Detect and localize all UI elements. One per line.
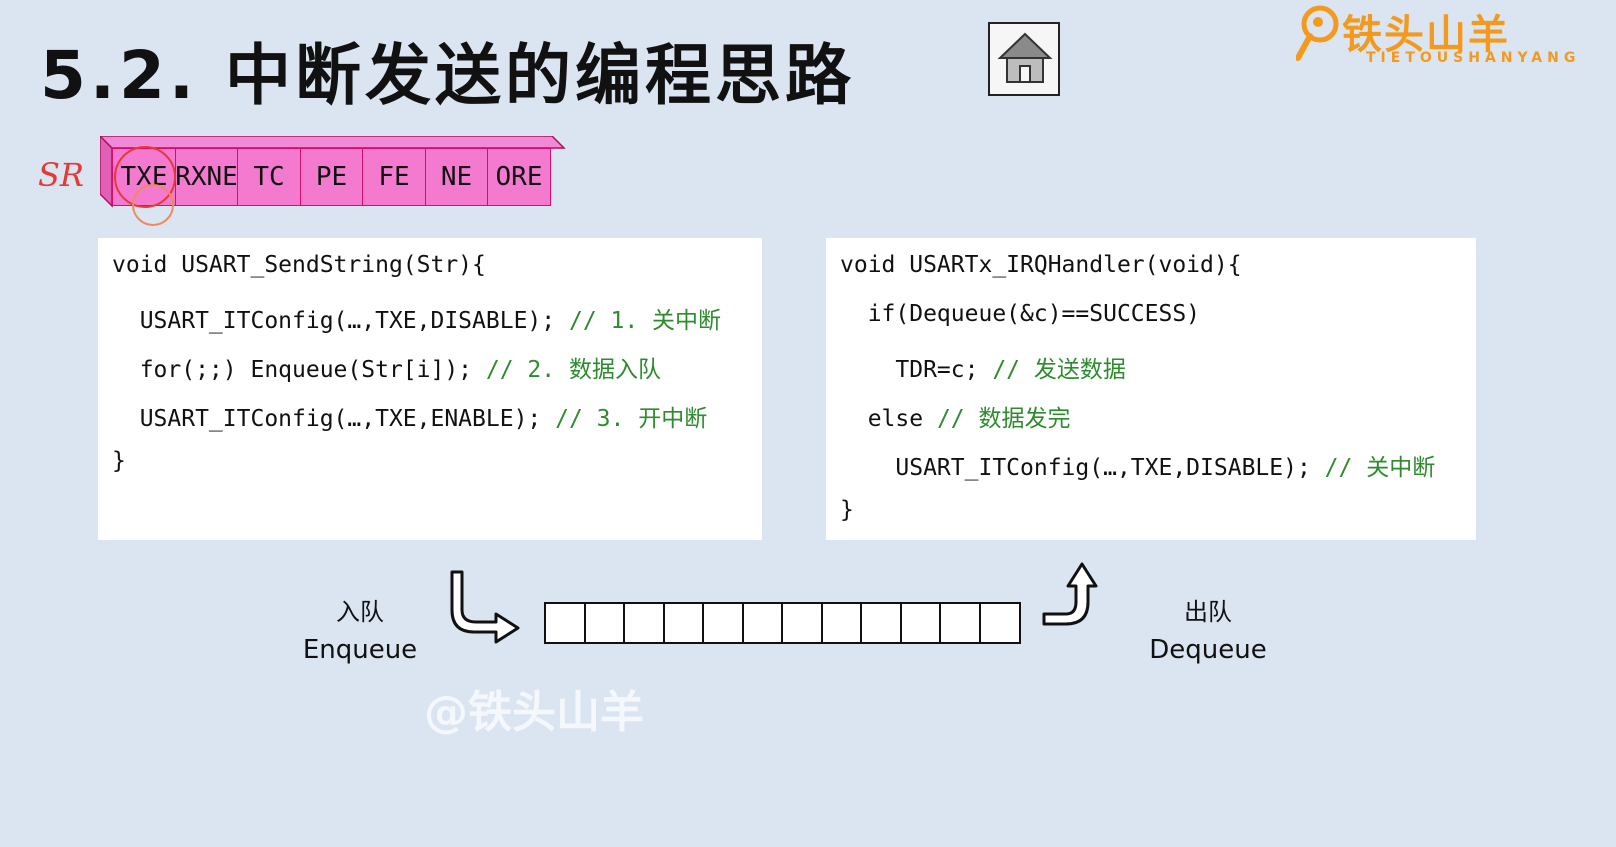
- enqueue-arrow-icon: [450, 570, 520, 644]
- code-line: USART_ITConfig(…,TXE,DISABLE); // 1. 关中断: [112, 301, 721, 335]
- queue-cell: [662, 602, 705, 644]
- code-text: if(Dequeue(&c)==SUCCESS): [840, 301, 1201, 327]
- dequeue-label: 出队 Dequeue: [1148, 592, 1268, 665]
- dequeue-en: Dequeue: [1149, 635, 1267, 665]
- dequeue-cn: 出队: [1184, 598, 1232, 626]
- code-comment: // 关中断: [1324, 455, 1436, 481]
- code-text: for(;;) Enqueue(Str[i]);: [112, 357, 486, 383]
- queue-cell: [939, 602, 981, 644]
- queue-cell: [781, 602, 823, 644]
- code-comment: // 3. 开中断: [555, 406, 708, 432]
- queue-cell: [544, 602, 586, 644]
- code-comment: // 数据发完: [936, 406, 1071, 432]
- register-label: SR: [38, 156, 85, 194]
- home-button[interactable]: [988, 22, 1060, 96]
- page-title: 5.2. 中断发送的编程思路: [40, 37, 855, 114]
- logo-subtitle: TIETOUSHANYANG: [1366, 50, 1581, 66]
- queue-cell: [583, 602, 626, 644]
- code-text: }: [112, 448, 126, 474]
- queue-cell: [978, 602, 1021, 644]
- enqueue-en: Enqueue: [302, 635, 418, 665]
- queue-cell: [820, 602, 863, 644]
- register-bit-ore: ORE: [487, 148, 551, 206]
- code-line: if(Dequeue(&c)==SUCCESS): [840, 301, 1200, 327]
- code-line: TDR=c; // 发送数据: [840, 350, 1126, 384]
- irq-handler-code: void USARTx_IRQHandler(void){ if(Dequeue…: [826, 238, 1476, 540]
- code-text: USART_ITConfig(…,TXE,DISABLE);: [112, 308, 569, 334]
- send-string-code: void USART_SendString(Str){ USART_ITConf…: [98, 238, 762, 540]
- code-text: USART_ITConfig(…,TXE,DISABLE);: [840, 455, 1325, 481]
- register-bit-tc: TC: [237, 148, 301, 206]
- code-text: void USARTx_IRQHandler(void){: [840, 252, 1242, 278]
- code-line: void USARTx_IRQHandler(void){: [840, 252, 1242, 278]
- register-bit-pe: PE: [299, 148, 364, 206]
- code-line: for(;;) Enqueue(Str[i]); // 2. 数据入队: [112, 350, 661, 384]
- code-text: }: [840, 497, 854, 523]
- register-bit-ne: NE: [424, 148, 489, 206]
- code-text: TDR=c;: [840, 357, 993, 383]
- code-line: }: [112, 448, 126, 474]
- register-bit-rxne: RXNE: [174, 148, 239, 206]
- register-bit-fe: FE: [362, 148, 426, 206]
- code-comment: // 1. 关中断: [568, 308, 722, 334]
- queue-buffer: [544, 602, 1021, 644]
- queue-cell: [702, 602, 744, 644]
- code-comment: // 发送数据: [992, 357, 1126, 383]
- brand-logo: [1296, 5, 1339, 61]
- code-line: }: [840, 497, 854, 523]
- logo-text: 铁头山羊: [1342, 12, 1510, 58]
- code-text: void USART_SendString(Str){: [112, 252, 486, 278]
- code-line: void USART_SendString(Str){: [112, 252, 486, 278]
- queue-cell: [899, 602, 942, 644]
- cursor-indicator: [132, 184, 174, 226]
- home-icon: [997, 32, 1053, 83]
- queue-cell: [623, 602, 665, 644]
- code-line: else // 数据发完: [840, 399, 1071, 433]
- queue-cell: [741, 602, 784, 644]
- watermark: @铁头山羊: [424, 687, 644, 738]
- enqueue-cn: 入队: [336, 598, 384, 626]
- enqueue-label: 入队 Enqueue: [300, 592, 420, 665]
- code-text: USART_ITConfig(…,TXE,ENABLE);: [112, 406, 556, 432]
- code-line: USART_ITConfig(…,TXE,ENABLE); // 3. 开中断: [112, 399, 708, 433]
- register-3d-edge: [100, 136, 566, 208]
- code-line: USART_ITConfig(…,TXE,DISABLE); // 关中断: [840, 448, 1435, 482]
- code-comment: // 2. 数据入队: [485, 357, 661, 383]
- dequeue-arrow-icon: [1042, 562, 1098, 626]
- code-text: else: [840, 406, 937, 432]
- queue-cell: [860, 602, 902, 644]
